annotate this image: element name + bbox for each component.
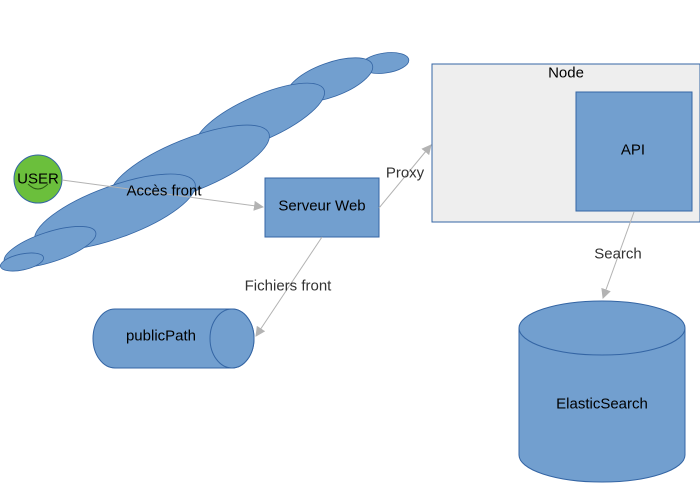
public-path-cylinder — [92, 308, 255, 369]
serveur-web-label: Serveur Web — [278, 197, 366, 215]
acces-front-label: Accès front — [126, 182, 202, 200]
public-path-label: publicPath — [125, 327, 197, 345]
api-label: API — [620, 141, 646, 159]
search-label: Search — [594, 245, 642, 263]
fichiers-front-label: Fichiers front — [244, 277, 332, 295]
edge-proxy — [378, 144, 432, 209]
smile-icon — [27, 183, 49, 190]
elastic-search-label: ElasticSearch — [556, 395, 648, 413]
user-node — [13, 154, 63, 204]
elastic-search-cylinder — [518, 300, 686, 483]
edge-fichiers-front — [255, 236, 323, 337]
node-label: Node — [548, 64, 584, 82]
cloud-shape — [0, 52, 410, 272]
api-box — [575, 91, 693, 212]
user-label: USER — [17, 170, 59, 188]
edge-search — [601, 211, 635, 299]
edge-acces-front — [61, 179, 264, 211]
proxy-label: Proxy — [385, 164, 425, 182]
